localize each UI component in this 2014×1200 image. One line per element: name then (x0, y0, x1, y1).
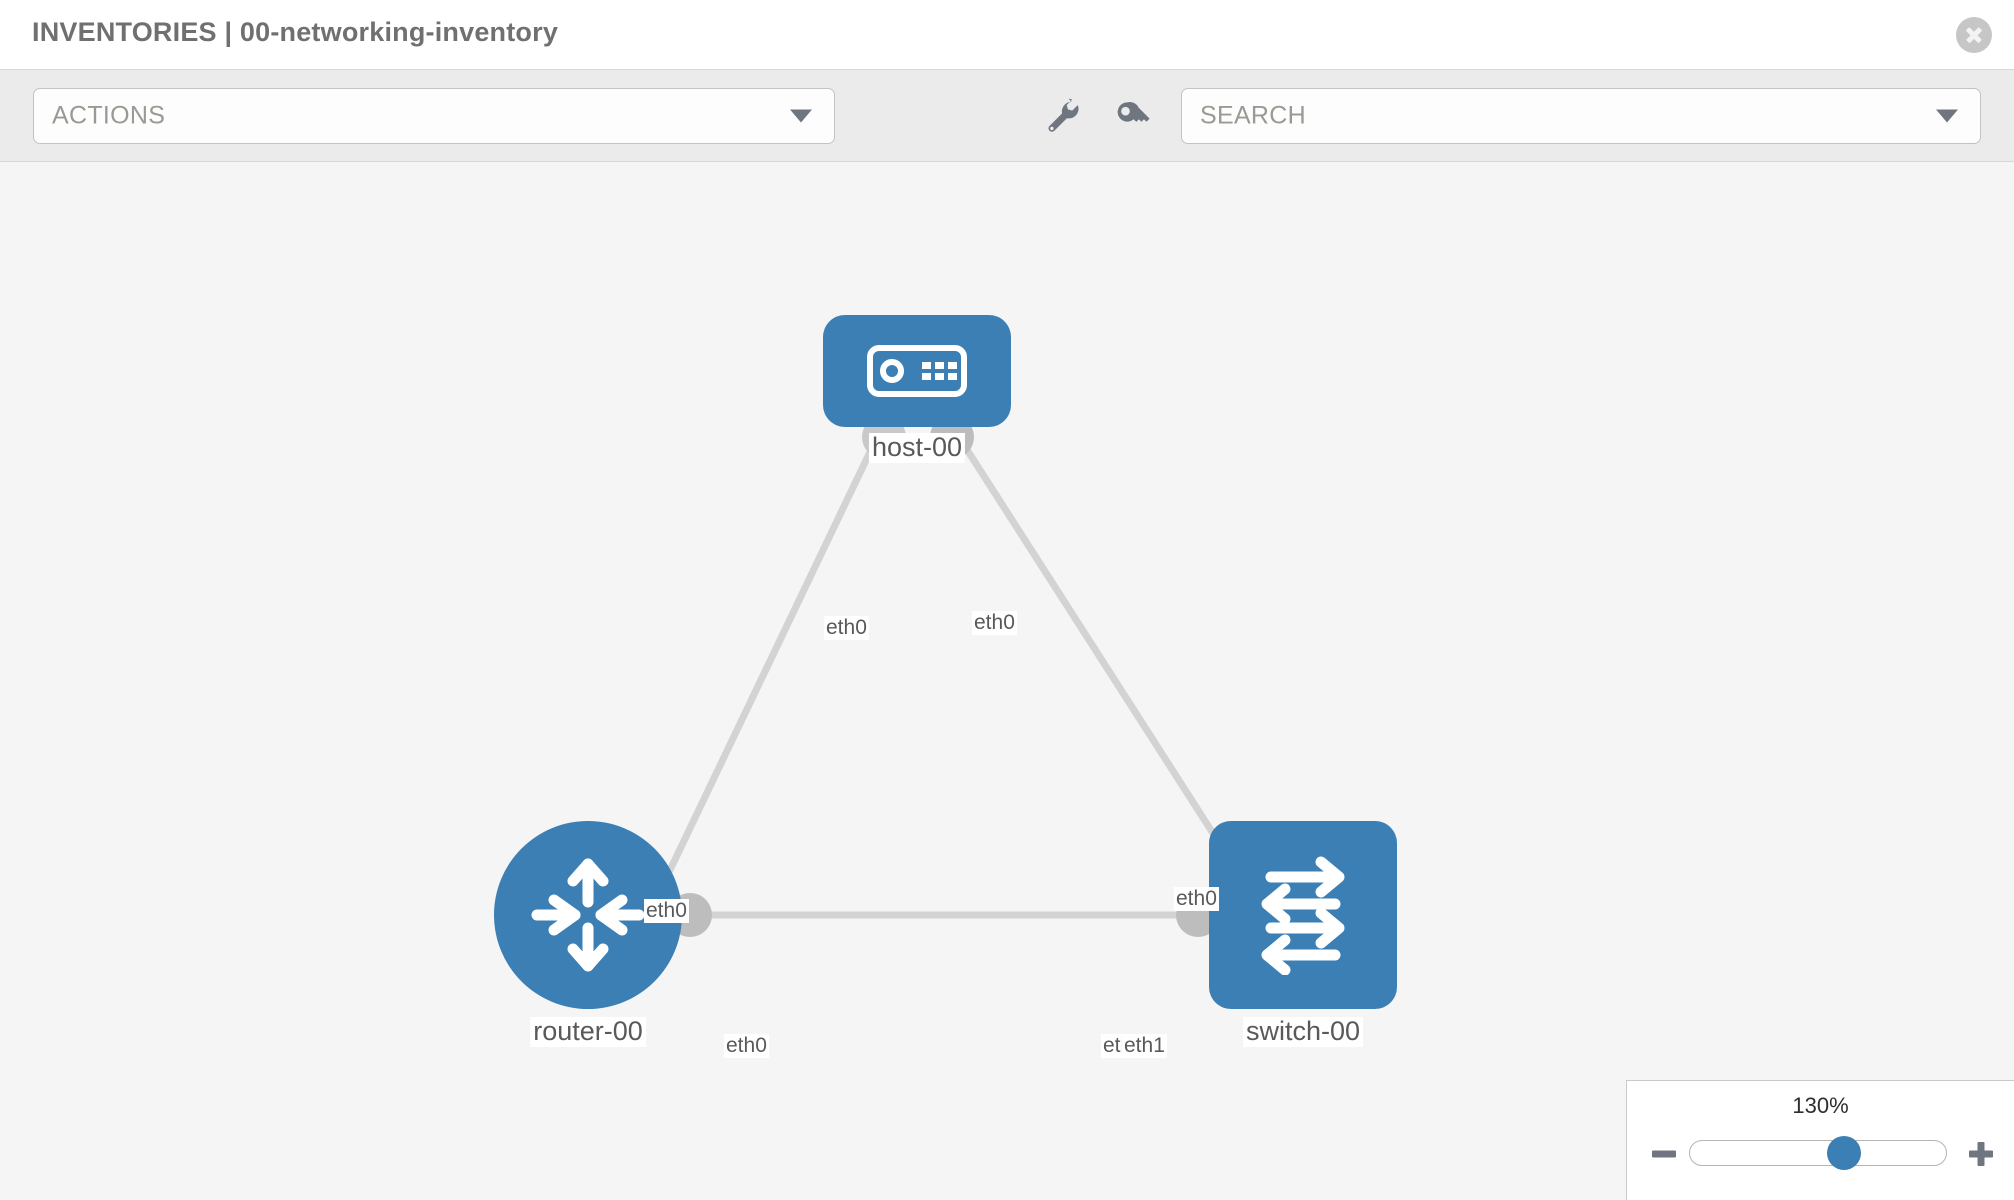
page-header: INVENTORIES | 00-networking-inventory (0, 0, 2014, 70)
key-icon[interactable] (1110, 94, 1154, 138)
topology-node-host-00[interactable]: host-00 (823, 315, 1011, 463)
server-icon (867, 345, 967, 397)
interface-label-switch-eth1: eth1 (1122, 1034, 1167, 1059)
interface-label-switch-uplink: eth0 (1174, 887, 1219, 912)
topology-node-switch-00[interactable]: switch-00 (1209, 821, 1397, 1047)
chevron-down-icon (1936, 109, 1958, 123)
close-icon[interactable] (1956, 17, 1992, 53)
zoom-in-button[interactable] (1966, 1139, 1996, 1169)
link-host-router[interactable] (656, 429, 884, 893)
router-arrows-icon (531, 858, 645, 972)
link-host-switch[interactable] (952, 429, 1235, 865)
node-label-router-00: router-00 (530, 1016, 646, 1047)
interface-label-host-left: eth0 (824, 616, 869, 641)
node-label-switch-00: switch-00 (1242, 1016, 1364, 1047)
switch-arrows-icon (1261, 856, 1345, 975)
zoom-out-button[interactable] (1649, 1139, 1679, 1169)
zoom-slider[interactable] (1689, 1136, 1947, 1170)
toolbar: ACTIONS SEARCH (0, 70, 2014, 162)
actions-dropdown[interactable]: ACTIONS (33, 88, 835, 144)
page-title: INVENTORIES | 00-networking-inventory (32, 17, 559, 47)
zoom-slider-thumb[interactable] (1826, 1136, 1861, 1170)
interface-label-host-right: eth0 (972, 611, 1017, 636)
actions-dropdown-label: ACTIONS (52, 101, 166, 130)
zoom-control-panel: 130% (1626, 1080, 2014, 1200)
chevron-down-icon (790, 109, 812, 123)
topology-canvas[interactable]: host-00 router-00 (0, 163, 2014, 1200)
node-label-host-00: host-00 (868, 432, 966, 463)
zoom-level-label: 130% (1792, 1093, 1849, 1118)
interface-label-router-uplink: eth0 (644, 899, 689, 924)
wrench-icon[interactable] (1040, 94, 1084, 138)
search-placeholder: SEARCH (1200, 101, 1306, 130)
topology-node-router-00[interactable]: router-00 (494, 821, 682, 1047)
router-node-shape[interactable] (494, 821, 682, 1009)
switch-node-shape[interactable] (1209, 821, 1397, 1009)
interface-label-router-eth0: eth0 (724, 1034, 769, 1059)
search-input[interactable]: SEARCH (1181, 88, 1981, 144)
host-node-shape[interactable] (823, 315, 1011, 427)
